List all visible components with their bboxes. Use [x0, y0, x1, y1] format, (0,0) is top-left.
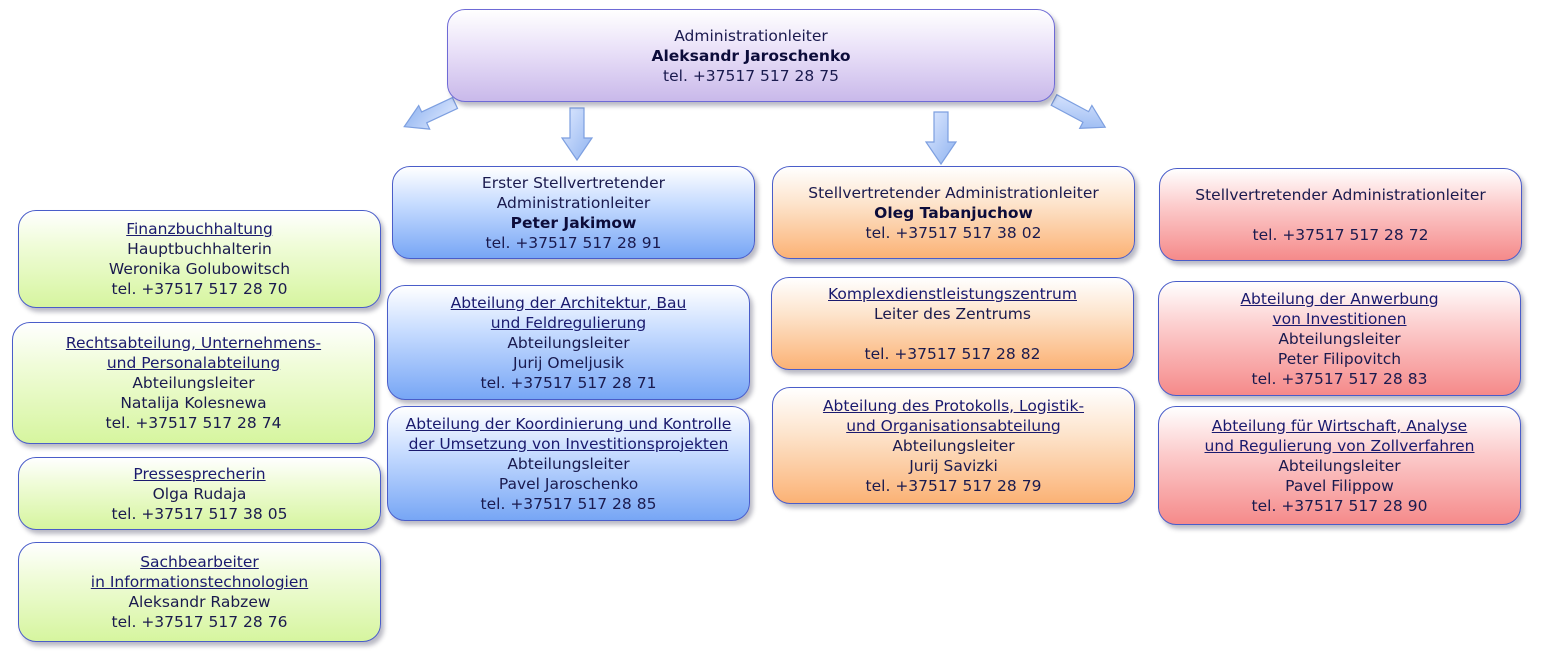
person-name: Aleksandr Jaroschenko — [651, 46, 851, 65]
box-text-line: Pavel Jaroschenko — [498, 474, 639, 493]
box-text-line: Abteilungsleiter — [507, 454, 630, 473]
department-title-link: und Personalabteilung — [106, 354, 281, 372]
it-specialist-box: Sachbearbeiter in Informationstechnologi… — [18, 542, 381, 642]
box-text-line: Olga Rudaja — [152, 484, 247, 503]
department-title-link: Abteilung der Koordinierung und Kontroll… — [405, 414, 732, 433]
arrow-down-icon — [924, 111, 958, 166]
box-text-line: Aleksandr Rabzew — [128, 593, 271, 611]
department-title-link: Abteilung der Anwerbung — [1240, 289, 1439, 308]
department-title-link: und Organisationsabteilung — [846, 416, 1061, 435]
department-title-link: Rechtsabteilung, Unternehmens- — [65, 334, 322, 352]
investment-attraction-department-box: Abteilung der Anwerbung von Investitione… — [1158, 281, 1521, 396]
protocol-logistics-department-box: Abteilung des Protokolls, Logistik-und O… — [772, 387, 1135, 504]
box-text-line: Administrationleiter — [496, 193, 651, 212]
phone-number: tel. +37517 517 28 76 — [111, 613, 288, 631]
box-text-line: Abteilungsleiter — [507, 333, 630, 352]
phone-number: tel. +37517 517 28 82 — [864, 344, 1041, 363]
investment-coordination-department-box: Abteilung der Koordinierung und Kontroll… — [387, 406, 750, 521]
phone-number: tel. +37517 517 28 71 — [480, 373, 657, 392]
box-text-line: Administrationleiter — [674, 26, 828, 45]
box-text-line: Peter Filipovitch — [1277, 349, 1402, 368]
phone-number: tel. +37517 517 28 74 — [105, 414, 282, 432]
box-text-line: Erster Stellvertretender — [481, 173, 666, 192]
box-text-line: Stellvertretender Administrationleiter — [808, 183, 1099, 202]
deputy-vacant-box: Stellvertretender Administrationleiter te… — [1159, 168, 1522, 261]
phone-number: tel. +37517 517 28 83 — [1251, 369, 1428, 388]
phone-number: tel. +37517 517 28 90 — [1251, 496, 1428, 515]
phone-number: tel. +37517 517 28 75 — [663, 66, 839, 85]
box-text-line: Jurij Savizki — [909, 456, 998, 475]
department-title-link: und Regulierung von Zollverfahren — [1204, 436, 1475, 455]
phone-number: tel. +37517 517 28 70 — [111, 280, 288, 298]
department-title-link: von Investitionen — [1272, 309, 1407, 328]
legal-personnel-department-box: Rechtsabteilung, Unternehmens-und Person… — [12, 322, 375, 444]
box-text-line: Abteilungsleiter — [1278, 329, 1401, 348]
phone-number: tel. +37517 517 28 85 — [480, 494, 657, 513]
arrow-left-down-icon — [403, 96, 459, 130]
department-title-link: Abteilung für Wirtschaft, Analyse — [1211, 416, 1468, 435]
phone-number: tel. +37517 517 38 05 — [111, 504, 288, 523]
box-text-line: Weronika Golubowitsch — [108, 260, 291, 278]
department-title-link: Abteilung des Protokolls, Logistik- — [822, 396, 1085, 415]
arrow-right-down-icon — [1050, 93, 1107, 130]
phone-number: tel. +37517 517 28 91 — [485, 233, 662, 252]
box-text-line: Abteilungsleiter — [1278, 456, 1401, 475]
department-title-link: Finanzbuchhaltung — [126, 220, 273, 238]
box-text-line: Natalija Kolesnewa — [120, 394, 267, 412]
department-title-link: in Informationstechnologien — [90, 573, 309, 591]
department-title-link: Abteilung der Architektur, Bau — [450, 293, 687, 312]
arrow-down-icon — [560, 107, 594, 162]
box-text-line: Hauptbuchhalterin — [127, 240, 272, 258]
box-text-line: Leiter des Zentrums — [874, 304, 1031, 323]
department-title-link: Pressesprecherin — [133, 464, 266, 483]
architecture-department-box: Abteilung der Architektur, Bau und Feldr… — [387, 285, 750, 400]
person-name: Oleg Tabanjuchow — [874, 203, 1033, 222]
department-title-link: der Umsetzung von Investitionsprojekten — [408, 434, 729, 453]
department-title-link: Komplexdienstleistungszentrum — [828, 284, 1077, 303]
box-text-line: Stellvertretender Administrationleiter — [1195, 185, 1486, 204]
phone-number: tel. +37517 517 38 02 — [865, 223, 1042, 242]
box-text-line: Abteilungsleiter — [892, 436, 1015, 455]
person-name: Peter Jakimow — [510, 213, 637, 232]
box-text-line: Abteilungsleiter — [132, 374, 255, 392]
department-title-link: und Feldregulierung — [490, 313, 647, 332]
phone-number: tel. +37517 517 28 72 — [1252, 225, 1429, 244]
department-title-link: Sachbearbeiter — [140, 553, 259, 571]
box-text-line: Jurij Omeljusik — [513, 353, 624, 372]
phone-number: tel. +37517 517 28 79 — [865, 476, 1042, 495]
box-text-line: Pavel Filippow — [1285, 476, 1394, 495]
